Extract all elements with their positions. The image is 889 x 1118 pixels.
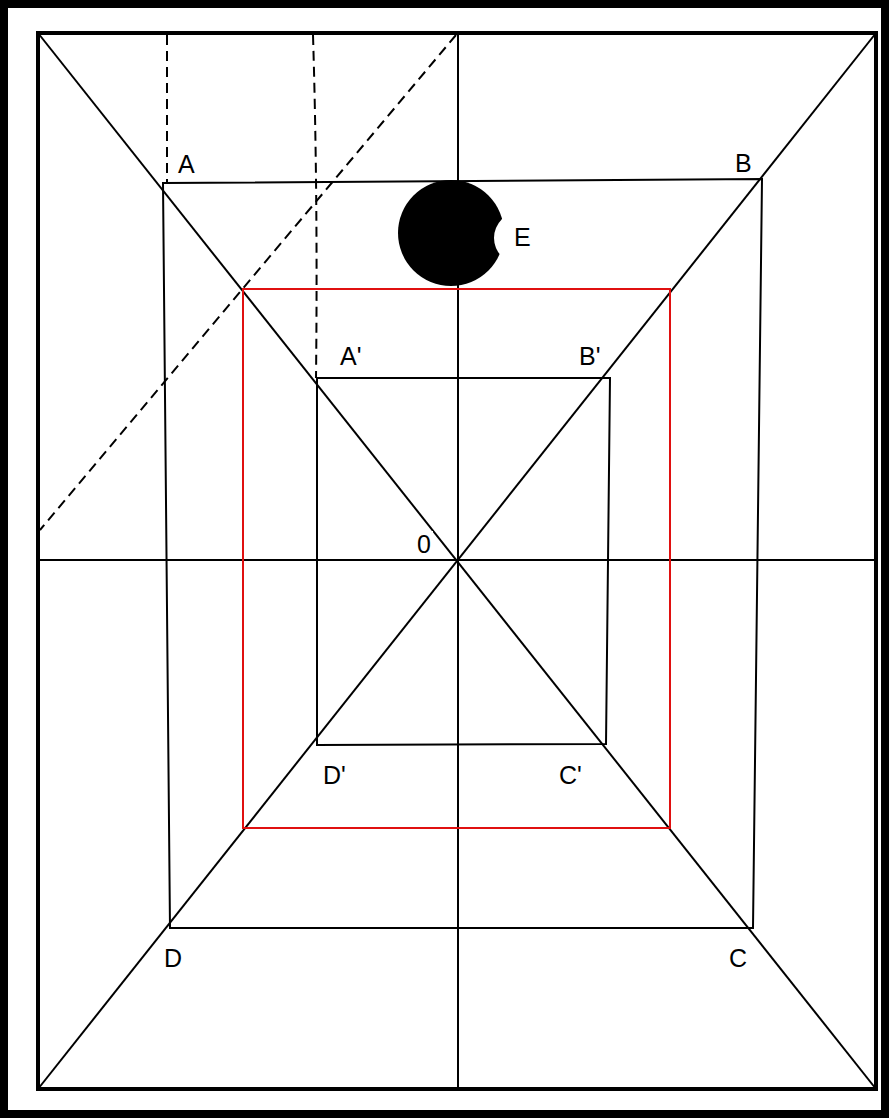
paper <box>8 8 881 1110</box>
outer-frame <box>38 33 876 1089</box>
black-disc <box>398 180 504 286</box>
dashed-line <box>40 35 456 530</box>
point-label: E <box>512 224 533 251</box>
point-label: A <box>176 151 197 178</box>
red-rectangle <box>243 289 670 828</box>
disc-cutout <box>494 212 546 264</box>
diagonal-line <box>38 33 876 1089</box>
dashed-line <box>313 35 317 378</box>
diagonal-line <box>38 33 876 1089</box>
inner-rectangle <box>317 378 610 745</box>
dashed-line <box>166 35 168 183</box>
point-label: C <box>727 945 749 972</box>
point-label: C' <box>557 762 584 789</box>
point-label: B <box>733 150 754 177</box>
point-label: D' <box>321 762 348 789</box>
point-label: D <box>162 945 184 972</box>
point-label: 0 <box>415 531 433 558</box>
point-label: B' <box>577 343 602 370</box>
point-label: A' <box>338 343 363 370</box>
vertical-axis-segment <box>457 180 459 288</box>
outer-rectangle <box>163 179 762 928</box>
